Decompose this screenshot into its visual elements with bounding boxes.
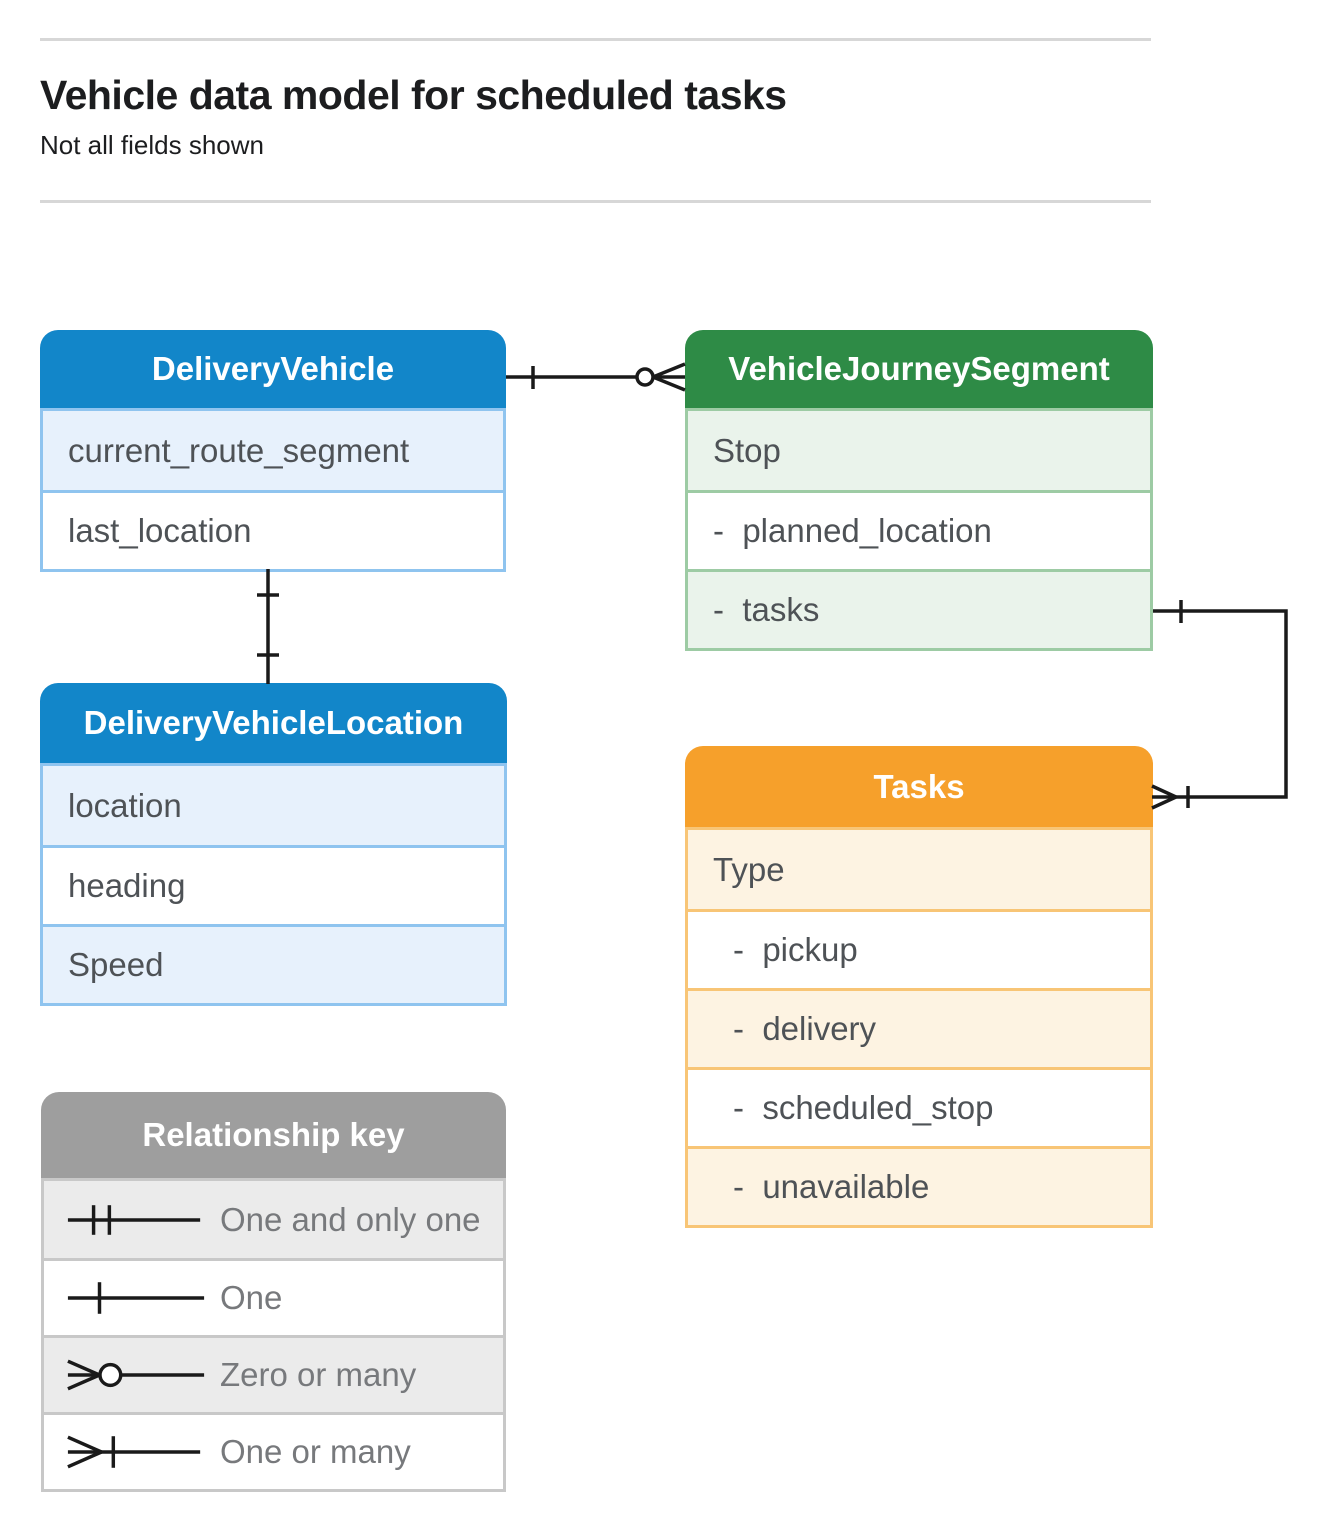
field-label: - scheduled_stop [733,1089,994,1126]
entity-header: DeliveryVehicle [40,330,506,408]
top-divider [40,38,1151,41]
one-icon [67,1282,205,1314]
entity-header: DeliveryVehicleLocation [40,683,507,763]
field-row: - unavailable [688,1146,1150,1225]
entity-header: VehicleJourneySegment [685,330,1153,408]
field-label: Speed [68,946,164,983]
field-row: location [43,766,504,845]
legend-header: Relationship key [41,1092,506,1178]
page-title: Vehicle data model for scheduled tasks [40,72,787,118]
field-label: - unavailable [733,1168,930,1205]
field-label: location [68,786,182,824]
field-row: Type [688,830,1150,909]
connector-deliveryvehicle-to-vehiclejourneysegment [506,362,686,392]
crow-foot-icon [1151,784,1177,810]
connector-vehiclejourneysegment-tasks-to-tasks [1151,600,1288,810]
entity-delivery-vehicle-location: DeliveryVehicleLocation location heading… [40,683,507,1006]
legend-row: One or many [44,1412,503,1489]
legend-title: Relationship key [142,1116,405,1153]
entity-title: Tasks [873,767,965,805]
legend-row: One and only one [44,1181,503,1258]
entity-body: Type - pickup - delivery - scheduled_sto… [685,827,1153,1228]
entity-body: location heading Speed [40,763,507,1006]
field-label: - tasks [713,591,820,628]
one-or-many-icon [67,1435,201,1469]
field-label: - delivery [733,1010,877,1047]
entity-title: DeliveryVehicleLocation [83,704,464,741]
entity-header: Tasks [685,746,1153,827]
field-row: Speed [43,924,504,1003]
entity-body: Stop - planned_location - tasks [685,408,1153,651]
legend-label: One or many [220,1433,411,1470]
field-label: - pickup [733,931,858,968]
page-subtitle: Not all fields shown [40,130,264,160]
field-row: - delivery [688,988,1150,1067]
entity-delivery-vehicle: DeliveryVehicle current_route_segment la… [40,330,506,572]
field-label: Type [713,850,785,888]
legend-body: One and only one One Zero or many [41,1178,506,1492]
legend-label: Zero or many [220,1356,417,1393]
field-label: - planned_location [713,512,992,549]
field-row: current_route_segment [43,411,503,490]
field-label: heading [68,867,186,904]
crow-foot-icon [652,362,686,392]
field-row: - tasks [688,569,1150,648]
legend-label: One and only one [220,1200,481,1238]
field-row: Stop [688,411,1150,490]
field-row: last_location [43,490,503,569]
legend-row: Zero or many [44,1335,503,1412]
zero-or-many-icon [67,1359,205,1391]
legend-label: One [220,1279,283,1316]
entity-title: DeliveryVehicle [151,350,395,387]
relationship-key: Relationship key One and only one One [41,1092,506,1492]
header-divider [40,200,1151,203]
field-row: - scheduled_stop [688,1067,1150,1146]
field-row: heading [43,845,504,924]
connector-deliveryvehicle-to-deliveryvehiclelocation [257,569,279,684]
entity-body: current_route_segment last_location [40,408,506,572]
field-label: Stop [713,431,781,469]
entity-vehicle-journey-segment: VehicleJourneySegment Stop - planned_loc… [685,330,1153,651]
field-label: last_location [68,512,252,549]
entity-tasks: Tasks Type - pickup - delivery - schedul… [685,746,1153,1228]
field-label: current_route_segment [68,431,410,469]
legend-row: One [44,1258,503,1335]
entity-title: VehicleJourneySegment [728,350,1110,387]
field-row: - pickup [688,909,1150,988]
one-and-only-one-icon [67,1204,201,1235]
field-row: - planned_location [688,490,1150,569]
zero-circle [635,367,655,387]
